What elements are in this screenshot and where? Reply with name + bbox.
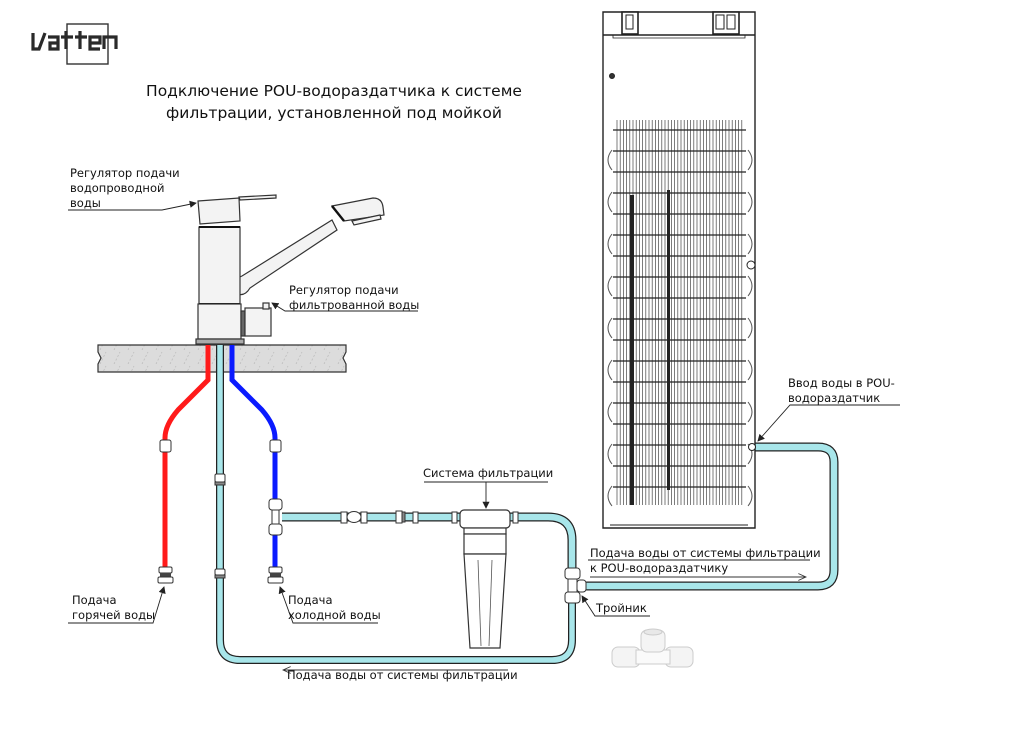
coil-bend xyxy=(607,401,613,423)
faucet-lever-housing xyxy=(197,197,241,225)
tee-fitting-top xyxy=(564,567,581,580)
faucet-base xyxy=(197,303,242,340)
title-line-2: фильтрации, установленной под мойкой xyxy=(166,104,502,122)
page-title: Подключение POU-водораздатчика к системе… xyxy=(0,80,668,124)
label-line: Регулятор подачи xyxy=(70,166,180,180)
label-line: водораздатчик xyxy=(788,391,881,405)
label-line: Регулятор подачи xyxy=(289,283,399,297)
label-line: горячей воды xyxy=(72,608,156,622)
title-line-1: Подключение POU-водораздатчика к системе xyxy=(146,82,522,100)
label-tee: Тройник xyxy=(596,601,647,615)
coil-bend xyxy=(607,359,613,381)
faucet-body xyxy=(198,226,241,305)
label-line: к POU-водораздатчику xyxy=(590,561,729,575)
coil-bend xyxy=(747,401,753,423)
water-inlet-port xyxy=(748,443,756,451)
hot-water-valve xyxy=(157,576,174,584)
grille-pipe xyxy=(667,190,670,490)
label-line: Подача xyxy=(72,593,117,607)
label-line: Ввод воды в POU- xyxy=(788,376,895,390)
label-dispenser-inlet: Ввод воды в POU- водораздатчик xyxy=(788,376,895,406)
filter-head xyxy=(459,509,511,529)
faucet-spray-head xyxy=(330,197,385,222)
label-line: холодной воды xyxy=(288,608,381,622)
tee-fitting-bottom xyxy=(564,591,581,604)
coil-bend xyxy=(747,359,753,381)
cold-water-pipe xyxy=(229,345,284,584)
logo-box xyxy=(66,23,109,65)
label-line: водопроводной xyxy=(70,181,165,195)
label-line: Подача воды от системы фильтрации xyxy=(590,546,821,560)
faucet xyxy=(195,194,385,345)
logo-letter-v xyxy=(31,32,47,51)
filter-housing xyxy=(459,509,511,649)
faucet-lever xyxy=(238,194,277,201)
cold-line-tee xyxy=(268,523,283,536)
logo-letter-t1 xyxy=(61,31,73,49)
coil-bend xyxy=(747,233,753,255)
faucet-flange xyxy=(195,338,245,345)
label-filtered-water-regulator: Регулятор подачи фильтрованной воды xyxy=(289,283,419,313)
vatten-logo xyxy=(31,23,118,65)
coil-bend xyxy=(607,485,613,507)
coil-bend xyxy=(607,443,613,465)
pou-water-dispenser xyxy=(602,11,756,529)
label-tap-water-regulator: Регулятор подачи водопроводной воды xyxy=(70,166,180,211)
logo-letter-n xyxy=(102,35,118,49)
filter-bowl xyxy=(463,553,507,649)
label-supply-to-dispenser: Подача воды от системы фильтрации к POU-… xyxy=(590,546,821,576)
label-line: фильтрованной воды xyxy=(289,298,420,312)
label-hot-water-supply: Подача горячей воды xyxy=(72,593,155,623)
logo-letter-t2 xyxy=(75,31,87,49)
label-cold-water-supply: Подача холодной воды xyxy=(288,593,381,623)
coil-bend xyxy=(747,317,753,339)
coil-bend xyxy=(747,275,753,297)
filtered-water-valve xyxy=(244,307,272,337)
grille-pipe xyxy=(630,195,634,505)
tee-fitting-photo xyxy=(611,628,694,668)
faucet-spray-nozzle xyxy=(351,214,382,226)
dispenser-condenser-grille xyxy=(607,120,756,507)
cold-water-valve xyxy=(267,576,284,584)
hot-fitting-top xyxy=(159,439,172,453)
coil-bend xyxy=(607,233,613,255)
coil-bend xyxy=(607,191,613,213)
label-filter-system: Система фильтрации xyxy=(423,466,554,480)
label-line: Подача xyxy=(288,593,333,607)
logo-letter-a xyxy=(48,35,60,51)
label-line: воды xyxy=(70,196,101,210)
coil-bend xyxy=(747,485,753,507)
leader-lines xyxy=(68,200,900,670)
filtered-water-pipes xyxy=(216,345,839,664)
coil-bend xyxy=(747,149,753,171)
hot-water-pipe xyxy=(157,345,211,584)
label-supply-from-filter: Подача воды от системы фильтрации xyxy=(287,668,518,682)
coil-bend xyxy=(607,149,613,171)
pipe-fittings xyxy=(214,473,587,604)
logo-letter-e xyxy=(88,35,102,51)
coil-bend xyxy=(607,317,613,339)
filtered-water-valve-knob xyxy=(262,302,270,310)
drain-port xyxy=(746,260,756,270)
coil-bend xyxy=(607,275,613,297)
cold-fitting-top xyxy=(269,439,282,453)
coil-bend xyxy=(747,191,753,213)
